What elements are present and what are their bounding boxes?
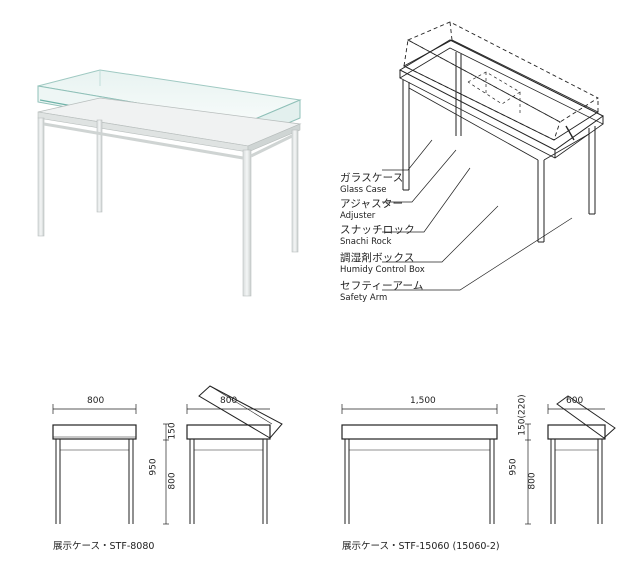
dim-case-height: 150: [167, 422, 178, 440]
dim-table-height: 800: [527, 472, 538, 490]
dim-front-width: 800: [87, 396, 105, 406]
callout-en: Adjuster: [340, 211, 376, 221]
dim-side-depth: 800: [220, 396, 238, 406]
caption-stf-15060: 展示ケース・STF-15060 (15060-2): [342, 541, 500, 552]
callout-en: Snachi Rock: [340, 237, 392, 247]
dim-table-height: 800: [167, 472, 178, 490]
callout-humidity-box: 調湿剤ボックス Humidy Control Box: [340, 250, 425, 275]
dim-front-width: 1,500: [410, 396, 436, 406]
dim-case-height: 150(220): [517, 394, 528, 436]
dim-total-height: 950: [508, 458, 519, 476]
dim-total-height: 950: [148, 458, 159, 476]
callout-jp: セフティーアーム: [340, 280, 424, 292]
callout-jp: スナッチロック: [340, 224, 415, 236]
callout-safety-arm: セフティーアーム Safety Arm: [340, 278, 424, 303]
callout-jp: アジャスター: [340, 198, 404, 210]
callout-jp: ガラスケース: [340, 172, 404, 184]
dim-side-depth: 600: [566, 396, 584, 406]
callout-snatch-lock: スナッチロック Snachi Rock: [340, 222, 415, 247]
callout-en: Glass Case: [340, 185, 387, 195]
callout-adjuster: アジャスター Adjuster: [340, 196, 403, 221]
callout-jp: 調湿剤ボックス: [340, 252, 415, 264]
caption-stf-8080: 展示ケース・STF-8080: [53, 541, 155, 552]
callout-en: Safety Arm: [340, 293, 388, 303]
callout-glass-case: ガラスケース Glass Case: [340, 170, 403, 195]
callout-en: Humidy Control Box: [340, 265, 425, 275]
